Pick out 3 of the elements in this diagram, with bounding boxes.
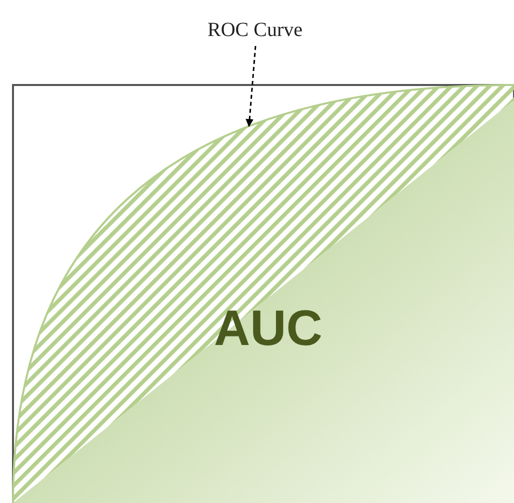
leader-arrow [246,46,256,127]
auc-label: AUC [214,299,322,357]
curve-label: ROC Curve [208,18,302,42]
